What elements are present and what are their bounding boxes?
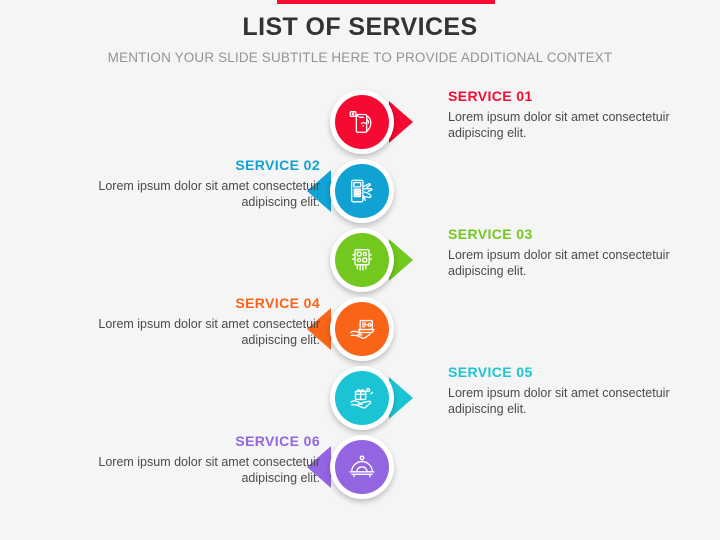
chip-processor-icon	[347, 245, 377, 275]
page-title: LIST OF SERVICES	[242, 13, 478, 41]
badge-disc	[335, 440, 389, 494]
service-title: SERVICE 01	[448, 88, 533, 104]
service-text-block: SERVICE 01 Lorem ipsum dolor sit amet con…	[448, 88, 676, 141]
service-description: Lorem ipsum dolor sit amet consectetuir …	[448, 386, 670, 416]
page-subtitle: MENTION YOUR SLIDE SUBTITLE HERE TO PROV…	[107, 50, 613, 65]
food-cloche-icon	[347, 452, 377, 482]
badge-disc	[335, 371, 389, 425]
service-row[interactable]: SERVICE 04 Lorem ipsum dolor sit amet con…	[0, 295, 720, 364]
service-row[interactable]: SERVICE 02 Lorem ipsum dolor sit amet con…	[0, 157, 720, 226]
service-badge[interactable]	[330, 228, 394, 292]
mobile-payment-icon	[347, 107, 377, 137]
badge-disc	[335, 164, 389, 218]
badge-disc	[335, 233, 389, 287]
service-title: SERVICE 03	[448, 226, 533, 242]
service-row[interactable]: SERVICE 06 Lorem ipsum dolor sit amet con…	[0, 433, 720, 502]
service-title: SERVICE 05	[448, 364, 533, 380]
service-badge[interactable]	[330, 297, 394, 361]
card-terminal-icon	[347, 176, 377, 206]
service-text-block: SERVICE 04 Lorem ipsum dolor sit amet con…	[92, 295, 320, 348]
service-badge[interactable]	[330, 435, 394, 499]
service-text-block: SERVICE 03 Lorem ipsum dolor sit amet con…	[448, 226, 676, 279]
laptop-hand-icon	[347, 314, 377, 344]
services-list: SERVICE 01 Lorem ipsum dolor sit amet con…	[0, 88, 720, 502]
service-text-block: SERVICE 06 Lorem ipsum dolor sit amet con…	[92, 433, 320, 486]
badge-disc	[335, 302, 389, 356]
service-title: SERVICE 02	[235, 157, 320, 173]
service-description: Lorem ipsum dolor sit amet consectetuir …	[448, 110, 670, 140]
badge-disc	[335, 95, 389, 149]
service-description: Lorem ipsum dolor sit amet consectetuir …	[98, 179, 320, 209]
service-badge[interactable]	[330, 366, 394, 430]
service-badge[interactable]	[330, 90, 394, 154]
service-row[interactable]: SERVICE 03 Lorem ipsum dolor sit amet con…	[0, 226, 720, 295]
service-description: Lorem ipsum dolor sit amet consectetuir …	[448, 248, 670, 278]
slide-header: LIST OF SERVICES MENTION YOUR SLIDE SUBT…	[0, 12, 720, 66]
top-accent-bar	[277, 0, 495, 4]
service-description: Lorem ipsum dolor sit amet consectetuir …	[98, 455, 320, 485]
service-badge[interactable]	[330, 159, 394, 223]
service-text-block: SERVICE 02 Lorem ipsum dolor sit amet con…	[92, 157, 320, 210]
service-description: Lorem ipsum dolor sit amet consectetuir …	[98, 317, 320, 347]
service-title: SERVICE 04	[235, 295, 320, 311]
service-row[interactable]: SERVICE 01 Lorem ipsum dolor sit amet con…	[0, 88, 720, 157]
service-text-block: SERVICE 05 Lorem ipsum dolor sit amet con…	[448, 364, 676, 417]
service-row[interactable]: SERVICE 05 Lorem ipsum dolor sit amet con…	[0, 364, 720, 433]
service-title: SERVICE 06	[235, 433, 320, 449]
hand-gift-icon	[347, 383, 377, 413]
